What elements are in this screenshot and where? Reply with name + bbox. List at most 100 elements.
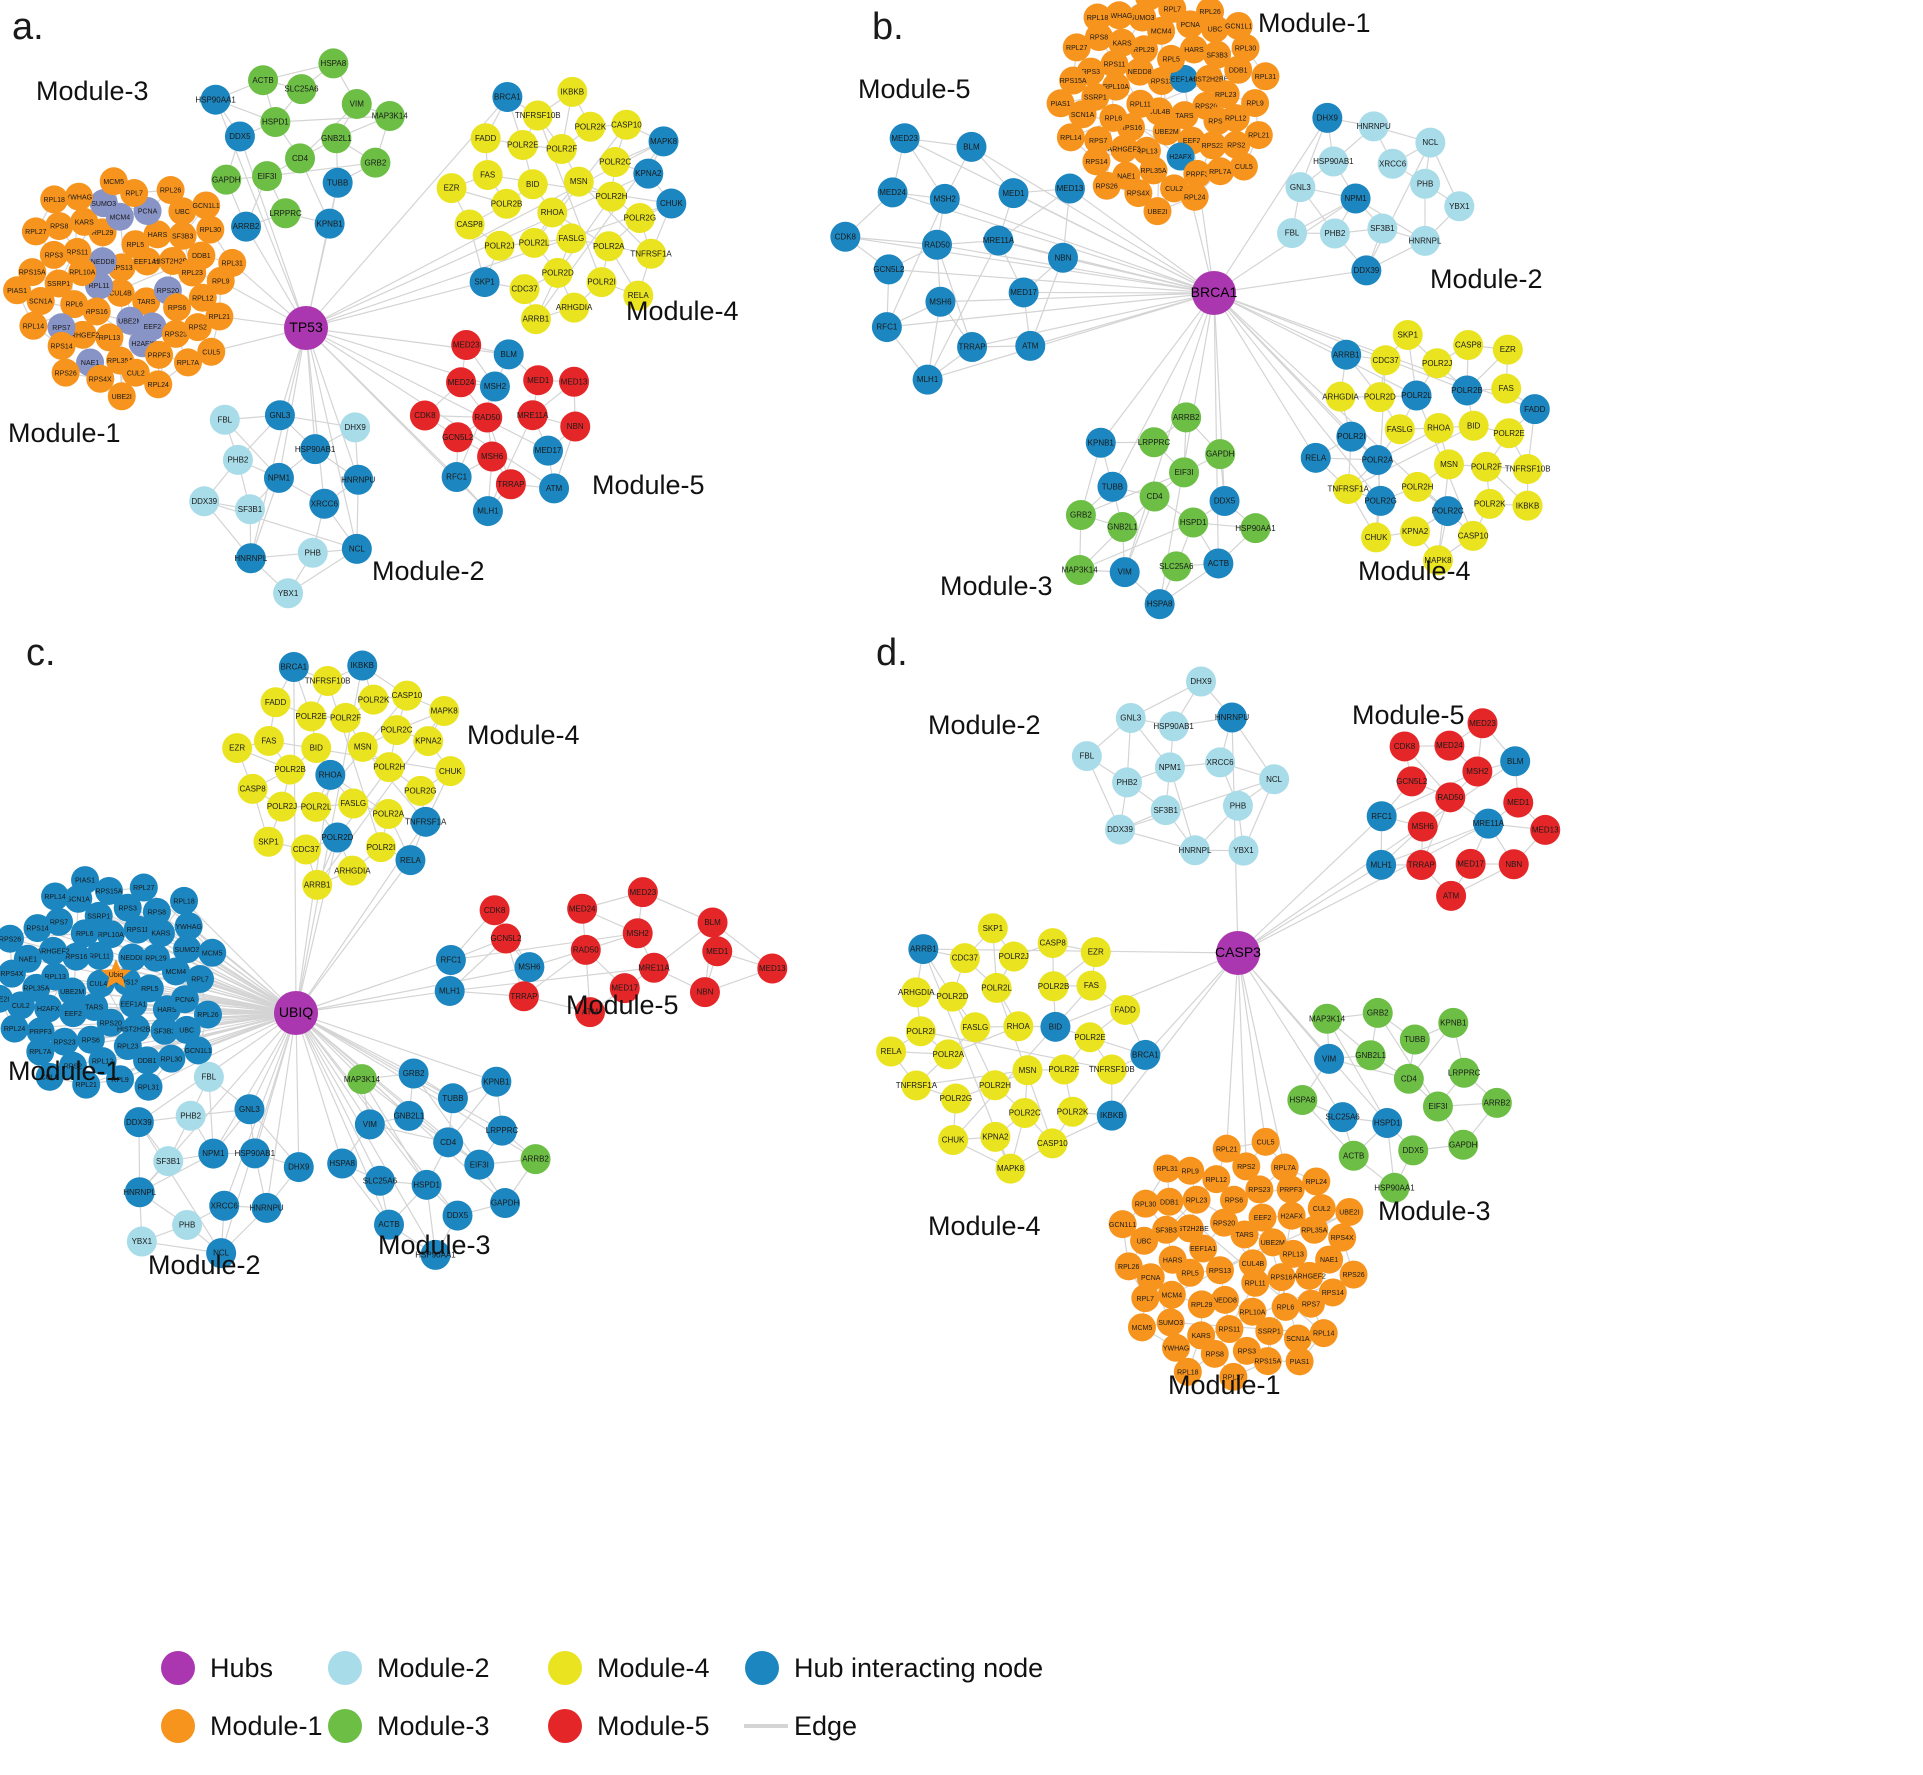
gene-node-label: ATM [546, 484, 563, 493]
gene-node-label: CDC37 [952, 954, 979, 963]
gene-node-label: RPL30 [1135, 1201, 1157, 1208]
gene-node [1283, 1324, 1312, 1353]
gene-node [62, 942, 91, 971]
gene-node [141, 943, 170, 972]
gene-node-label: MED24 [1436, 741, 1463, 750]
gene-node-label: ARRB2 [1173, 413, 1200, 422]
gene-node-label: RPL24 [1184, 194, 1206, 201]
gene-node [1180, 182, 1209, 211]
gene-node [26, 287, 55, 316]
gene-node [570, 934, 601, 965]
gene-node-label: POLR2H [1401, 482, 1433, 491]
gene-node-label: TRRAP [1408, 861, 1435, 870]
gene-node-label: RPS23 [1248, 1187, 1270, 1194]
gene-node-label: MED1 [1507, 798, 1530, 807]
gene-node [0, 924, 24, 953]
gene-node-label: RPS6 [168, 305, 186, 312]
gene-node [420, 1239, 451, 1270]
gene-node-label: RPS13 [1151, 79, 1173, 86]
gene-node-label: POLR2C [599, 158, 631, 167]
gene-node [172, 1209, 203, 1240]
gene-node [63, 237, 92, 266]
gene-node [1422, 1091, 1453, 1122]
hub-edge [1237, 864, 1382, 954]
gene-node-label: GAPDH [1449, 1140, 1478, 1149]
gene-node [222, 444, 253, 475]
gene-node [1175, 1214, 1204, 1243]
gene-node [1037, 928, 1068, 959]
gene-node [567, 893, 598, 924]
gene-node-label: GNB2L1 [321, 134, 352, 143]
gene-node [1085, 427, 1116, 458]
gene-node [1189, 1234, 1218, 1263]
gene-node-label: ARHGEF2 [37, 949, 70, 956]
gene-node [360, 147, 391, 178]
hub-edge [295, 837, 339, 1014]
gene-node-label: RPS26 [1096, 183, 1118, 190]
gene-node-label: POLR2I [587, 278, 615, 287]
gene-node [1009, 1097, 1040, 1128]
gene-node [1203, 548, 1234, 579]
gene-node [1219, 1185, 1248, 1214]
gene-node [64, 182, 93, 211]
module-label: Module-2 [928, 710, 1041, 740]
gene-node [1400, 516, 1431, 547]
gene-node-label: RPL10A [98, 932, 124, 939]
gene-node-label: EEF1A1 [1190, 1246, 1216, 1253]
gene-node-label: RPL5 [127, 242, 145, 249]
gene-node-label: VIM [350, 100, 365, 109]
gene-node-label: PIAS1 [75, 878, 95, 885]
legend-label: Edge [794, 1711, 857, 1741]
gene-node-label: PHB [305, 548, 321, 557]
gene-node-label: RPL35A [1301, 1227, 1327, 1234]
gene-node [1503, 787, 1534, 818]
gene-node [1215, 1315, 1244, 1344]
gene-node [1362, 445, 1393, 476]
gene-node [200, 84, 231, 115]
gene-node-label: RPS7 [50, 920, 68, 927]
edge [275, 115, 390, 123]
gene-node-label: HSPA8 [329, 1159, 355, 1168]
gene-node [118, 943, 147, 972]
gene-node-label: RPL30 [200, 227, 222, 234]
gene-node-label: RPS6 [82, 1037, 100, 1044]
gene-node-label: POLR2C [381, 726, 413, 735]
gene-node-label: RPL35A [23, 985, 49, 992]
gene-node [143, 220, 172, 249]
gene-node [1047, 242, 1078, 273]
gene-node [487, 1115, 518, 1146]
gene-node [493, 339, 524, 370]
gene-node [35, 1062, 64, 1091]
gene-node-label: POLR2C [1009, 1109, 1041, 1118]
gene-node [1135, 0, 1163, 11]
gene-node-label: UBE2I [112, 394, 132, 401]
gene-node [656, 188, 687, 219]
gene-node-label: FASLG [962, 1023, 988, 1032]
gene-node-label: KPNA2 [982, 1132, 1009, 1141]
gene-node-label: NEDD8 [1213, 1297, 1237, 1304]
gene-node [1295, 1261, 1324, 1290]
edge [413, 1073, 480, 1166]
gene-node [908, 934, 939, 965]
gene-node [995, 1153, 1026, 1184]
gene-node-label: RPL5 [1162, 56, 1180, 63]
gene-node [508, 981, 539, 1012]
gene-node-label: SCN1A [67, 896, 91, 903]
gene-node-label: HSP90AA1 [415, 1251, 456, 1260]
gene-node [71, 866, 100, 895]
gene-node-label: GCN5L2 [873, 265, 905, 274]
gene-node [1467, 708, 1498, 739]
gene-node [1108, 1210, 1137, 1239]
gene-node-label: CDK8 [484, 906, 506, 915]
gene-node-label: POLR2L [519, 238, 550, 247]
gene-node-label: POLR2F [1471, 462, 1502, 471]
gene-node [633, 158, 664, 189]
gene-node [1481, 1087, 1512, 1118]
hub-edge [936, 244, 1215, 294]
gene-node [1444, 191, 1475, 222]
gene-node-label: DDX39 [1353, 266, 1379, 275]
gene-node [1277, 218, 1308, 249]
gene-node-label: RPL6 [65, 302, 83, 309]
gene-node [446, 367, 477, 398]
gene-node [1110, 994, 1141, 1025]
